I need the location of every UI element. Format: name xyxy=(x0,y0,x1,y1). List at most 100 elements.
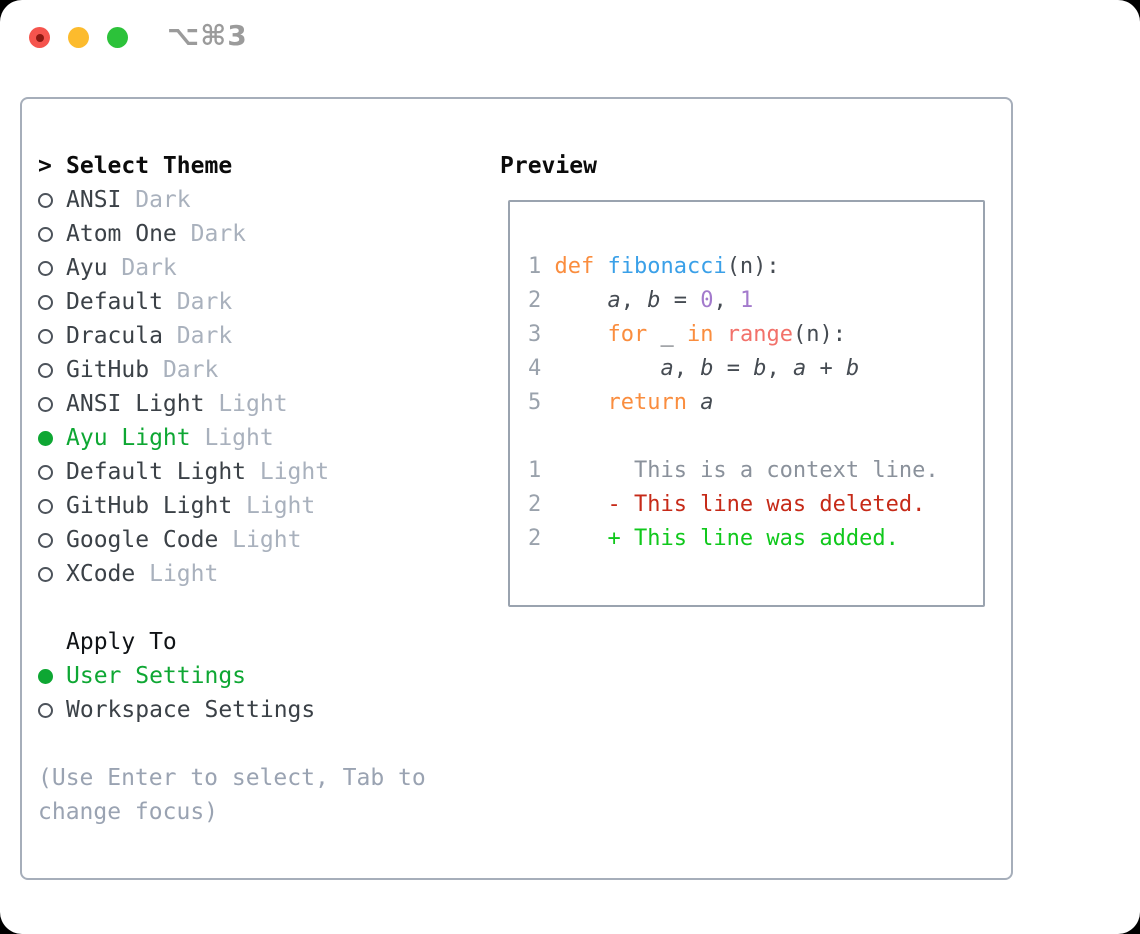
theme-name: ANSI Light xyxy=(66,391,205,417)
line-number: 2 xyxy=(528,492,542,517)
radio-marker xyxy=(38,294,66,310)
code-token-plain: (n): xyxy=(726,254,780,279)
theme-option-ansi-light[interactable]: ANSI Light Light xyxy=(38,387,478,421)
theme-option-ansi[interactable]: ANSI Dark xyxy=(38,183,478,217)
titlebar: ⌥⌘3 xyxy=(0,0,1140,74)
theme-option-github[interactable]: GitHub Dark xyxy=(38,353,478,387)
theme-option-xcode[interactable]: XCode Light xyxy=(38,557,478,591)
theme-variant: Light xyxy=(232,493,316,519)
radio-marker xyxy=(38,702,66,718)
radio-unselected-icon xyxy=(38,566,53,582)
select-theme-header: > Select Theme xyxy=(38,149,478,183)
apply-option-label: Workspace Settings xyxy=(66,697,316,723)
radio-marker xyxy=(38,192,66,208)
theme-variant: Dark xyxy=(176,221,247,247)
radio-marker xyxy=(38,430,66,446)
code-token-number: 0 xyxy=(700,288,714,313)
zoom-button[interactable] xyxy=(107,27,128,48)
code-token-plain: _ xyxy=(647,322,687,347)
line-number: 5 xyxy=(528,390,542,415)
apply-option-label: User Settings xyxy=(66,663,247,689)
code-token-builtin: range xyxy=(726,322,793,347)
code-line: 5 return a xyxy=(528,386,983,420)
code-token-plain: + xyxy=(806,356,846,381)
line-number: 4 xyxy=(528,356,542,381)
radio-unselected-icon xyxy=(38,294,53,310)
preview-label: Preview xyxy=(500,153,597,179)
code-token-added: + This line was added. xyxy=(554,526,899,551)
minimize-button[interactable] xyxy=(68,27,89,48)
radio-unselected-icon xyxy=(38,226,53,242)
code-token-variable: b xyxy=(647,288,661,313)
radio-unselected-icon xyxy=(38,362,53,378)
theme-variant: Light xyxy=(218,527,302,553)
line-number: 3 xyxy=(528,322,542,347)
theme-name: GitHub Light xyxy=(66,493,233,519)
select-theme-label: Select Theme xyxy=(66,153,233,179)
code-token-plain: = xyxy=(660,288,701,313)
theme-option-default-light[interactable]: Default Light Light xyxy=(38,455,478,489)
hint-text: (Use Enter to select, Tab to change focu… xyxy=(38,765,426,825)
line-number: 2 xyxy=(528,288,542,313)
radio-unselected-icon xyxy=(38,192,53,208)
theme-option-default[interactable]: Default Dark xyxy=(38,285,478,319)
theme-option-ayu[interactable]: Ayu Dark xyxy=(38,251,478,285)
radio-marker xyxy=(38,226,66,242)
theme-variant: Dark xyxy=(107,255,177,281)
code-line: 2 + This line was added. xyxy=(528,522,983,556)
spacer xyxy=(38,727,478,761)
theme-option-atom-one[interactable]: Atom One Dark xyxy=(38,217,478,251)
radio-marker xyxy=(38,464,66,480)
theme-option-google-code[interactable]: Google Code Light xyxy=(38,523,478,557)
code-token-plain xyxy=(554,322,607,347)
theme-variant: Light xyxy=(246,459,330,485)
radio-marker xyxy=(38,362,66,378)
code-token-plain xyxy=(554,288,607,313)
radio-marker xyxy=(38,498,66,514)
theme-variant: Dark xyxy=(162,323,233,349)
code-token-plain: , xyxy=(673,356,701,381)
radio-marker xyxy=(38,532,66,548)
theme-name: Atom One xyxy=(66,221,177,247)
code-line xyxy=(528,420,983,454)
theme-name: Default xyxy=(66,289,163,315)
code-token-plain xyxy=(554,390,607,415)
theme-option-dracula[interactable]: Dracula Dark xyxy=(38,319,478,353)
theme-name: XCode xyxy=(66,561,136,587)
radio-marker xyxy=(38,566,66,582)
close-button[interactable] xyxy=(29,27,50,48)
code-token-plain xyxy=(713,322,726,347)
code-token-variable: a xyxy=(700,390,714,415)
theme-option-github-light[interactable]: GitHub Light Light xyxy=(38,489,478,523)
radio-marker xyxy=(38,396,66,412)
theme-option-ayu-light[interactable]: Ayu Light Light xyxy=(38,421,478,455)
apply-option-workspace-settings[interactable]: Workspace Settings xyxy=(38,693,478,727)
code-token-variable: a xyxy=(660,356,674,381)
apply-to-header: Apply To xyxy=(38,625,478,659)
radio-unselected-icon xyxy=(38,498,53,514)
theme-name: Google Code xyxy=(66,527,219,553)
code-line: 2 a, b = 0, 1 xyxy=(528,284,983,318)
radio-unselected-icon xyxy=(38,464,53,480)
apply-to-label: Apply To xyxy=(66,629,177,655)
theme-variant: Dark xyxy=(162,289,233,315)
theme-name: GitHub xyxy=(66,357,150,383)
apply-option-user-settings[interactable]: User Settings xyxy=(38,659,478,693)
code-token-plain: , xyxy=(766,356,793,381)
line-number: 1 xyxy=(528,254,542,279)
code-token-plain: , xyxy=(620,288,648,313)
radio-unselected-icon xyxy=(38,532,53,548)
unsaved-indicator-dot xyxy=(35,33,44,42)
code-token-keyword: def xyxy=(554,254,608,279)
line-number: 1 xyxy=(528,458,542,483)
code-token-variable: a xyxy=(792,356,807,381)
code-line: 4 a, b = b, a + b xyxy=(528,352,983,386)
code-token-variable: b xyxy=(700,356,714,381)
